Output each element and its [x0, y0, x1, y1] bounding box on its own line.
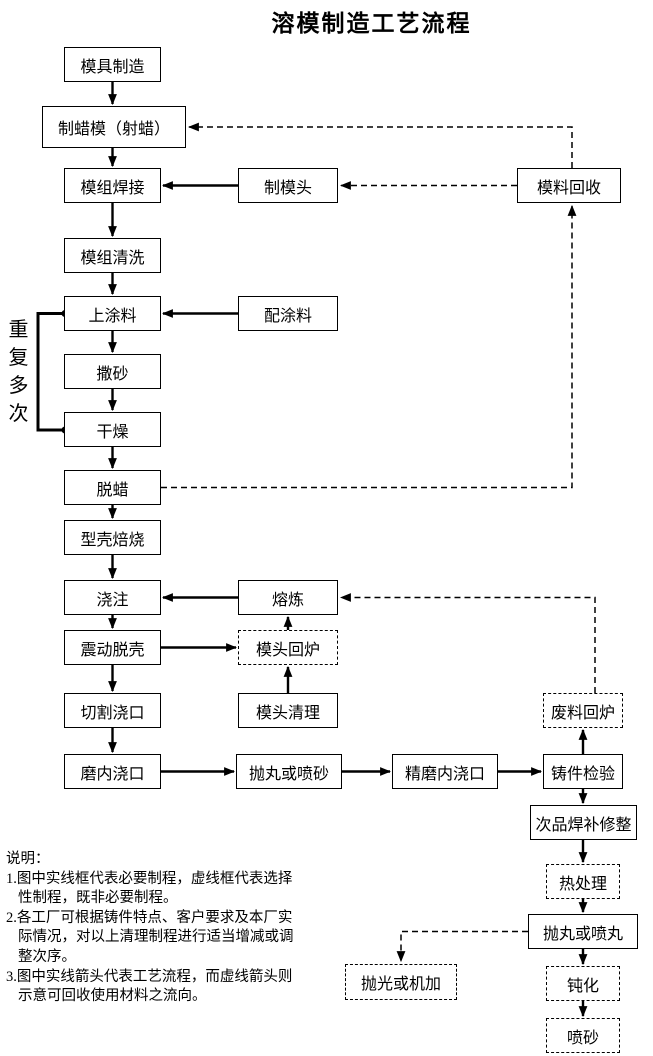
dashed-recycle-arrows [161, 122, 596, 963]
note-line: 2.各工厂可根据铸件特点、客户要求及本厂实 [6, 909, 293, 926]
repeat-cycles-label: 重复多次 [8, 319, 29, 425]
recycle-arrow-recovery-to-waxinjection [187, 122, 573, 168]
node-apply-coating: 上涂料 [64, 296, 161, 331]
node-sanding: 撒砂 [64, 354, 161, 389]
note-line: 3.图中实线箭头代表工艺流程，而虚线箭头则 [6, 968, 293, 985]
node-material-recovery: 模料回收 [517, 168, 621, 203]
node-defect-repair: 次品焊补修整 [530, 805, 637, 840]
node-heat-treatment: 热处理 [546, 864, 620, 899]
node-dewaxing: 脱蜡 [64, 470, 161, 505]
node-vibration-knockout: 震动脱壳 [64, 630, 161, 665]
page-title: 溶模制造工艺流程 [271, 11, 472, 36]
node-passivation: 钝化 [546, 966, 620, 1001]
node-sprue-cleaning: 模头清理 [238, 693, 338, 728]
node-pouring: 浇注 [64, 580, 161, 615]
recycle-arrow-peening-to-polishing [396, 930, 528, 963]
node-shell-roasting: 型壳焙烧 [64, 520, 161, 555]
node-sand-blasting: 喷砂 [546, 1018, 620, 1053]
node-shot-blasting-peening: 抛丸或喷丸 [528, 914, 638, 949]
note-line: 际情况，对以上清理制程进行适当增减或调 [18, 929, 294, 946]
node-module-cleaning: 模组清洗 [64, 238, 161, 273]
node-sprue-making: 制模头 [238, 168, 338, 203]
recycle-arrow-dewaxing-to-recovery [161, 204, 577, 489]
node-waste-remelt: 废料回炉 [543, 693, 623, 728]
solid-flow-arrows [108, 82, 588, 1018]
node-sprue-remelt: 模头回炉 [238, 630, 338, 665]
note-line: 整次序。 [18, 948, 76, 965]
node-polishing-machining: 抛光或机加 [345, 964, 457, 1000]
node-module-welding: 模组焊接 [64, 168, 161, 203]
note-line: 示意可回收使用材料之流向。 [18, 988, 207, 1005]
note-line: 性制程，既非必要制程。 [18, 890, 178, 907]
note-line: 1.图中实线框代表必要制程，虚线框代表选择 [6, 870, 293, 887]
repeat-bracket [36, 312, 64, 432]
node-coating-prep: 配涂料 [238, 296, 338, 331]
node-drying: 干燥 [64, 412, 161, 447]
node-casting-inspection: 铸件检验 [543, 754, 623, 789]
node-shot-or-sand-blasting: 抛丸或喷砂 [236, 754, 342, 789]
node-mold-making: 模具制造 [64, 47, 161, 82]
recycle-arrow-wasteremelt-to-melting [339, 593, 596, 693]
node-wax-injection: 制蜡模（射蜡） [42, 106, 186, 148]
notes-block: 说明： 1.图中实线框代表必要制程，虚线框代表选择 性制程，既非必要制程。 2.… [6, 850, 356, 1007]
node-gate-grinding: 磨内浇口 [64, 754, 161, 789]
node-fine-gate-grinding: 精磨内浇口 [392, 754, 498, 789]
node-gate-cutting: 切割浇口 [64, 693, 161, 728]
notes-heading: 说明： [6, 851, 50, 867]
repeat-loop-line [36, 312, 64, 432]
node-melting: 熔炼 [238, 580, 338, 615]
